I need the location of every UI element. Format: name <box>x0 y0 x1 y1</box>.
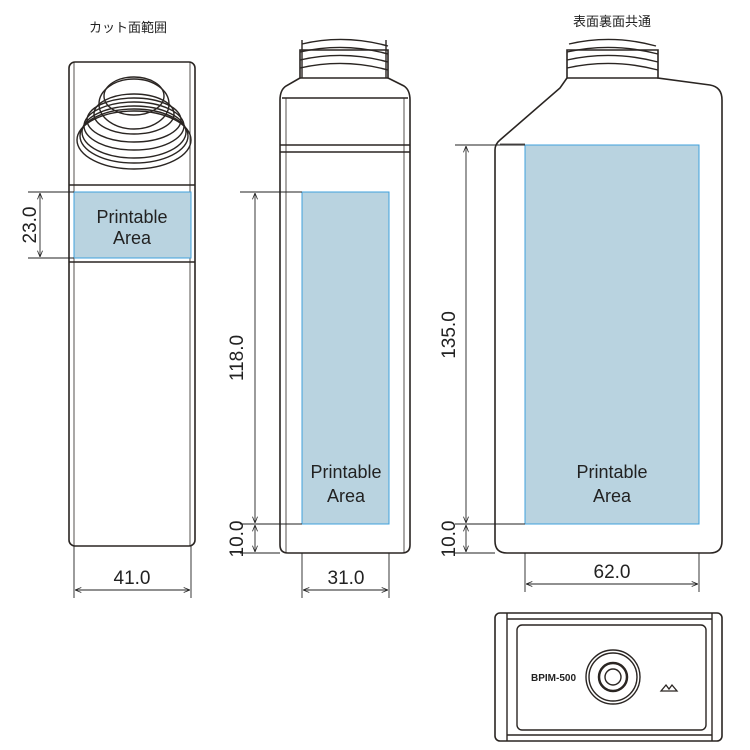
printable-label-line1: Printable <box>96 207 167 227</box>
printable-area-cut <box>73 191 192 259</box>
dim-side-width: 41.0 <box>114 568 151 589</box>
dim-side-height: 23.0 <box>20 207 41 244</box>
printable-area-front <box>524 144 700 525</box>
dim-narrow-height: 118.0 <box>227 335 248 381</box>
printable-label-line2: Area <box>113 228 152 248</box>
left-bottle-cut-view <box>68 61 196 547</box>
title-cut-surface: カット面範囲 <box>89 20 167 35</box>
printable-area-side <box>301 191 390 525</box>
printable-label-line1: Printable <box>310 462 381 482</box>
dim-narrow-bottom: 10.0 <box>227 521 248 558</box>
gate-mark-icon <box>585 649 641 705</box>
title-front-back-common: 表面裏面共通 <box>573 14 651 29</box>
thread-icon <box>299 38 389 78</box>
thread-icon <box>566 38 659 71</box>
printable-label-line2: Area <box>593 486 632 506</box>
bottle-neck-top-icon <box>76 76 192 170</box>
dim-front-width: 62.0 <box>594 562 631 583</box>
model-label: BPIM-500 <box>531 673 576 684</box>
mountain-logo-icon <box>659 683 679 692</box>
dim-narrow-width: 31.0 <box>328 568 365 589</box>
dim-front-height: 135.0 <box>439 311 460 359</box>
dim-front-bottom: 10.0 <box>439 521 460 558</box>
printable-label-line2: Area <box>327 486 366 506</box>
bottle-bottom-view <box>494 612 723 742</box>
printable-label-line1: Printable <box>576 462 647 482</box>
